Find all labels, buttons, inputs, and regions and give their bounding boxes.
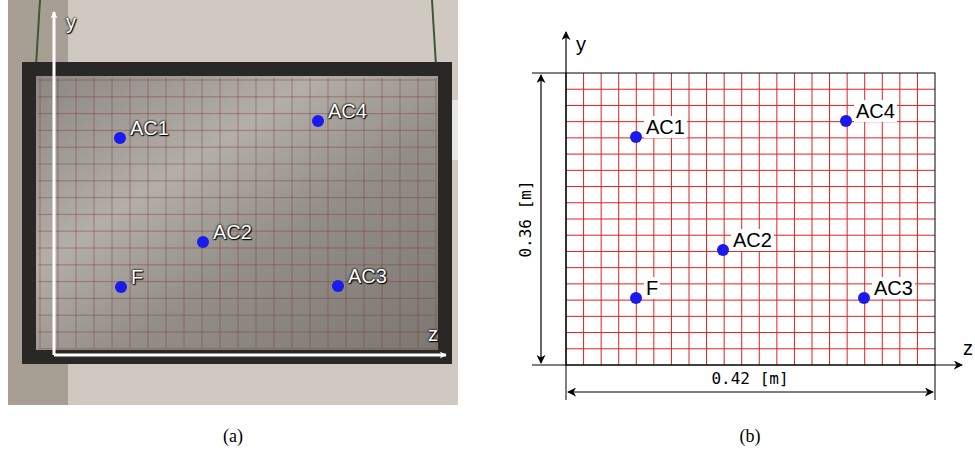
extension-line [935,365,936,400]
grid-line [38,248,436,249]
grid-line [256,78,257,348]
grid-line [566,251,935,252]
grid-line [566,300,935,301]
grid-line [566,348,935,349]
grid-line [38,332,436,333]
axis-label: z [961,337,975,359]
grid-line [38,348,436,349]
point-label: AC1 [644,116,687,138]
grid-line [38,164,436,165]
measure-point [197,236,209,248]
measure-point [630,131,642,143]
grid-line [38,197,436,198]
dimension-line [540,75,541,363]
measure-point [312,115,324,127]
measure-point [630,292,642,304]
plate [36,76,438,350]
point-label: AC4 [854,100,897,122]
point-label: AC4 [326,100,369,122]
grid-line [566,186,935,187]
dimension-line [568,391,933,392]
grid-line [566,202,935,203]
y-axis [53,12,56,355]
photo-background [8,0,458,405]
extension-line [532,365,566,366]
axis-label: y [64,11,78,33]
grid-line [382,78,383,348]
point-label: AC3 [872,277,915,299]
grid-line [38,315,436,316]
point-label: AC3 [346,265,389,287]
schematic-grid [566,73,935,365]
grid-line [566,89,935,90]
suspension-string [36,0,40,66]
grid-line [38,147,436,148]
grid-line [238,78,239,348]
y-axis [565,32,566,365]
grid-line [310,78,311,348]
grid-line [418,78,419,348]
dimension-label: 0.42 [m] [709,370,790,388]
grid-line [566,316,935,317]
grid-line [436,78,437,348]
grid-line [566,332,935,333]
grid-line [566,219,935,220]
grid-line [76,78,77,348]
extension-line [532,73,566,74]
grid-line [184,78,185,348]
dimension-label: 0.36 [m] [517,178,535,259]
z-axis [566,364,962,365]
grid-line [202,78,203,348]
plate-outline [566,73,935,365]
grid-line [38,113,436,114]
point-label: F [129,266,145,288]
measure-point [717,244,729,256]
suspension-string [432,0,436,66]
measure-point [115,281,127,293]
grid-line [566,137,935,138]
point-label: AC1 [128,117,171,139]
grid-line [566,170,935,171]
grid-line [38,96,436,97]
measure-point [114,132,126,144]
point-label: F [644,277,660,299]
grid-line [292,78,293,348]
grid-line [58,78,59,348]
grid-line [400,78,401,348]
grid-line [38,214,436,215]
axis-label: z [426,323,440,345]
measure-point [858,292,870,304]
photo-grid [38,78,436,349]
grid-line [566,154,935,155]
extension-line [566,365,567,400]
grid-line [566,267,935,268]
measure-point [840,115,852,127]
axis-label: y [574,33,588,55]
grid-line [38,80,436,81]
measure-point [332,280,344,292]
z-axis [54,354,446,357]
grid-line [112,78,113,348]
grid-line [94,78,95,348]
panel-label: (b) [740,427,761,447]
panel-label: (a) [223,427,243,447]
point-label: AC2 [211,221,254,243]
grid-line [38,298,436,299]
plate-frame [22,62,452,364]
grid-line [38,130,436,131]
grid-line [38,180,436,181]
grid-line [274,78,275,348]
grid-line [40,78,41,348]
grid-line [220,78,221,348]
point-label: AC2 [731,229,774,251]
